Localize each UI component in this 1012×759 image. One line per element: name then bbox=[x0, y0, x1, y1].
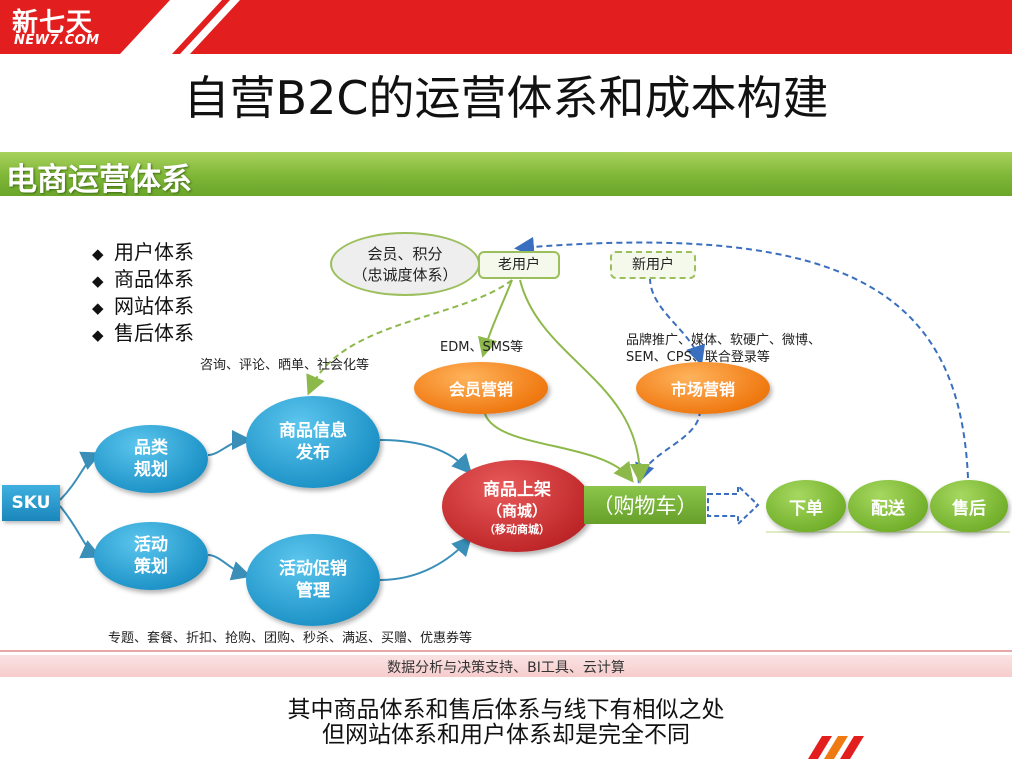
category-node: 品类 规划 bbox=[94, 425, 208, 493]
bottom-band bbox=[0, 655, 1012, 677]
shelf-line1: 商品上架 bbox=[483, 480, 551, 500]
footer-logo-icon bbox=[808, 736, 864, 759]
member-marketing-node: 会员营销 bbox=[414, 362, 548, 414]
product-info-line2: 发布 bbox=[296, 443, 330, 463]
diamond-icon: ◆ bbox=[92, 326, 104, 344]
loyalty-line2: （忠诚度体系） bbox=[352, 266, 458, 284]
diamond-icon: ◆ bbox=[92, 272, 104, 290]
market-marketing-node: 市场营销 bbox=[636, 362, 770, 414]
bullet-item: ◆网站体系 bbox=[92, 294, 194, 318]
aftersale-node: 售后 bbox=[930, 480, 1008, 532]
promo-line2: 管理 bbox=[296, 581, 330, 601]
consult-note: 咨询、评论、晒单、社会化等 bbox=[200, 358, 370, 373]
summary-line1: 其中商品体系和售后体系与线下有相似之处 bbox=[287, 697, 725, 723]
shelf-line2: （商城） bbox=[486, 502, 547, 520]
activity-node: 活动 策划 bbox=[94, 522, 208, 590]
loyalty-line1: 会员、积分 bbox=[367, 245, 443, 263]
product-info-node: 商品信息 发布 bbox=[246, 396, 380, 488]
shelf-line3: （移动商城） bbox=[484, 523, 550, 536]
diamond-icon: ◆ bbox=[92, 299, 104, 317]
delivery-node: 配送 bbox=[848, 480, 928, 532]
bottom-band-text: 数据分析与决策支持、BI工具、云计算 bbox=[387, 660, 625, 676]
bullet-item: ◆商品体系 bbox=[92, 267, 194, 291]
edm-note: EDM、SMS等 bbox=[440, 340, 524, 355]
brand-logo-sub: NEW7.COM bbox=[14, 33, 100, 48]
shelf-node: 商品上架 （商城） （移动商城） bbox=[442, 460, 592, 552]
sku-node: SKU bbox=[2, 485, 60, 521]
section-banner bbox=[0, 152, 1012, 196]
brand-note-line1: 品牌推广、媒体、软硬广、微博、 bbox=[626, 333, 822, 348]
diamond-icon: ◆ bbox=[92, 245, 104, 263]
order-node: 下单 bbox=[766, 480, 846, 532]
brand-logo-text: 新七天 bbox=[12, 8, 94, 38]
brand-note-line2: SEM、CPS、联合登录等 bbox=[626, 350, 770, 365]
activity-line1: 活动 bbox=[134, 535, 168, 555]
activity-line2: 策划 bbox=[134, 557, 168, 577]
promo-line1: 活动促销 bbox=[279, 559, 347, 579]
bottom-divider bbox=[0, 650, 1012, 652]
promo-node: 活动促销 管理 bbox=[246, 534, 380, 626]
bullet-item: ◆用户体系 bbox=[92, 240, 194, 264]
banner-stripes bbox=[120, 0, 240, 54]
old-user-node: 老用户 bbox=[478, 251, 560, 279]
page-title: 自营B2C的运营体系和成本构建 bbox=[183, 71, 829, 125]
promo-note: 专题、套餐、折扣、抢购、团购、秒杀、满返、买赠、优惠券等 bbox=[108, 631, 473, 646]
cart-node: （购物车） bbox=[584, 486, 706, 524]
summary-line2: 但网站体系和用户体系却是完全不同 bbox=[322, 722, 690, 748]
product-info-line1: 商品信息 bbox=[279, 421, 347, 441]
category-line2: 规划 bbox=[134, 460, 168, 480]
bullet-item: ◆售后体系 bbox=[92, 321, 194, 345]
new-user-node: 新用户 bbox=[610, 251, 696, 279]
section-title: 电商运营体系 bbox=[6, 162, 192, 198]
category-line1: 品类 bbox=[134, 438, 168, 458]
loyalty-node: 会员、积分 （忠诚度体系） bbox=[330, 232, 480, 296]
